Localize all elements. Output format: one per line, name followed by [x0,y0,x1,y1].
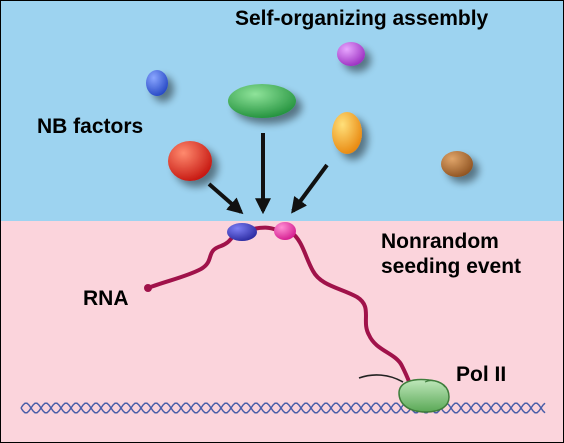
seed-magenta-blob [274,222,296,240]
seeding-label-line1: Nonrandom [381,230,499,253]
seed-blue-blob [227,223,257,241]
factor-blue-blob [146,70,168,96]
dna-double-helix [20,402,546,414]
rna-end-dot [144,284,152,292]
factor-purple-blob [337,42,365,66]
dna-strand-a [20,402,546,414]
nb-factor-blob [146,42,473,181]
arrow-from-orange [291,163,329,214]
pol2-label: Pol II [456,363,506,386]
arrow [207,133,329,215]
pol-ii-body [398,378,450,413]
rna-label: RNA [83,287,129,310]
seeding-label-line2: seeding event [381,255,521,278]
pol-ii-tail [358,374,404,383]
pol-ii-enzyme [358,374,450,413]
factor-red-blob [168,141,212,181]
self-organizing-title: Self-organizing assembly [235,7,489,30]
dna-strand-b [20,402,546,414]
factor-orange-blob [332,112,362,154]
factor-green-blob [228,84,296,118]
nb-factors-label: NB factors [37,115,143,138]
pol-ii-lobe [424,380,446,388]
factor-brown-blob [441,151,473,177]
arrow-from-red [207,182,244,215]
